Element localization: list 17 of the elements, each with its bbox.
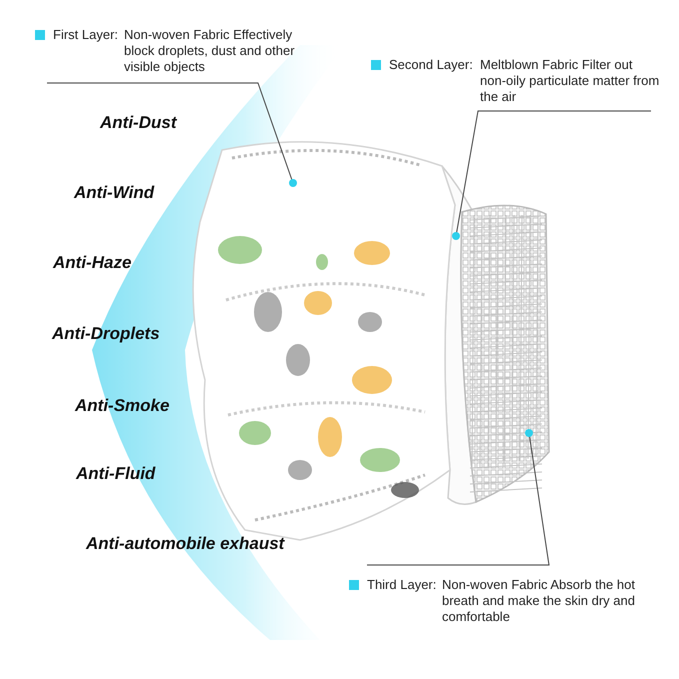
layer-description: Meltblown Fabric Filter out non-oily particulate matter from the air	[480, 57, 660, 105]
feature-label: Anti-automobile exhaust	[86, 534, 284, 554]
feature-label: Anti-Fluid	[76, 464, 156, 484]
feature-label: Anti-Dust	[100, 113, 176, 133]
feature-label: Anti-Wind	[74, 183, 154, 203]
feature-label: Anti-Haze	[53, 253, 132, 273]
layer-description: Non-woven Fabric Absorb the hot breath and make the skin dry and comfortable	[442, 577, 636, 625]
layer-heading: Third Layer:	[367, 577, 436, 593]
layer-heading: Second Layer:	[389, 57, 473, 73]
leader-line	[452, 110, 652, 240]
feature-label: Anti-Droplets	[52, 324, 160, 344]
leader-line	[366, 429, 550, 566]
inner-layer	[460, 204, 550, 503]
leader-line	[46, 82, 297, 187]
feature-label: Anti-Smoke	[75, 396, 170, 416]
layer-heading: First Layer:	[53, 27, 118, 43]
layer-description: Non-woven Fabric Effectively block droplets, dust and other visible objects	[124, 27, 296, 75]
